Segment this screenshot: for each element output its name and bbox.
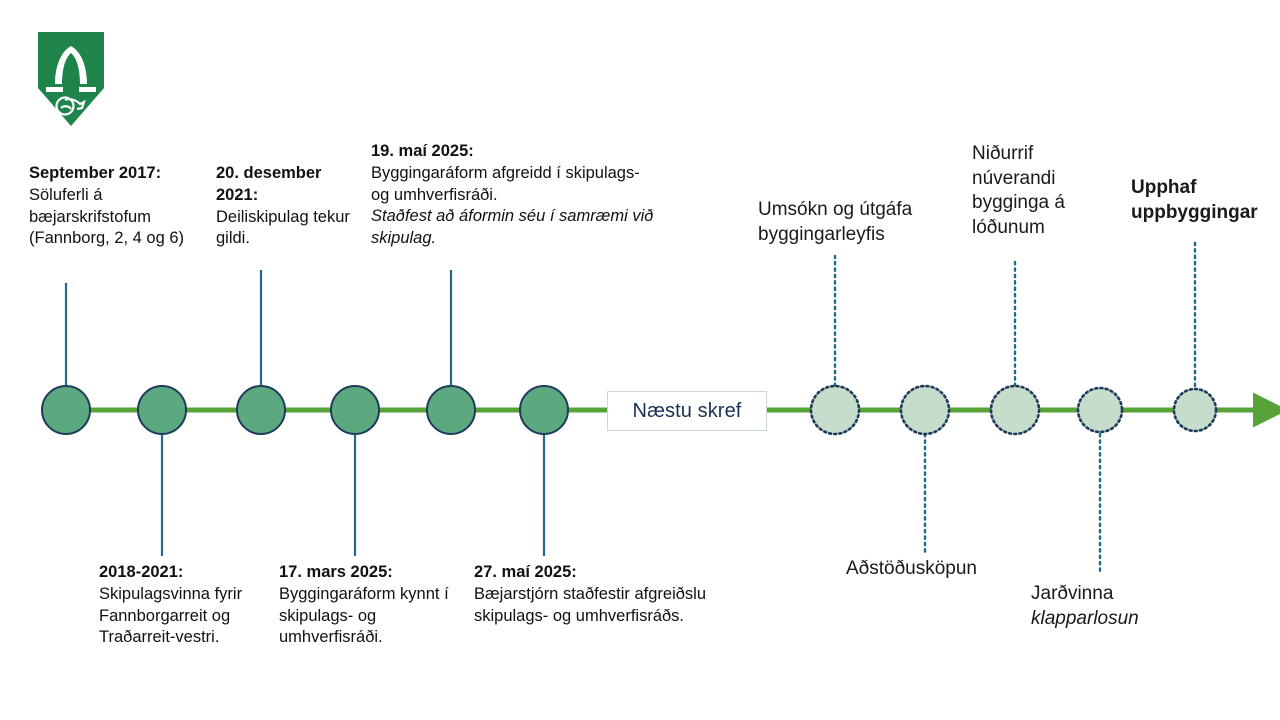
milestone-title-d: 2018-2021: (99, 563, 184, 581)
timeline-node-past-3[interactable] (236, 385, 286, 435)
milestone-label-a: September 2017: Söluferli á bæjarskrifst… (29, 163, 207, 250)
milestone-title-f: 27. maí 2025: (474, 563, 577, 581)
future-body-g: Umsókn og útgáfa byggingarleyfis (758, 199, 913, 245)
timeline-node-past-1[interactable] (41, 385, 91, 435)
next-steps-label: Næstu skref (632, 399, 742, 422)
milestone-title-c: 19. maí 2025: (371, 142, 474, 160)
future-label-k: Jarðvinna klapparlosun (1031, 582, 1181, 631)
timeline-node-past-6[interactable] (519, 385, 569, 435)
milestone-label-e: 17. mars 2025: Byggingaráform kynnt í sk… (279, 562, 474, 649)
future-body-k: Jarðvinna (1031, 583, 1114, 604)
future-body-j: Aðstöðusköpun (846, 558, 977, 579)
timeline-node-future-2[interactable] (899, 384, 951, 436)
timeline-node-future-4[interactable] (1076, 386, 1124, 434)
timeline-node-future-3[interactable] (989, 384, 1041, 436)
future-label-h: Niðurrif núverandi bygginga á lóðunum (972, 142, 1090, 241)
future-body-h: Niðurrif núverandi bygginga á lóðunum (972, 143, 1065, 239)
next-steps-chip[interactable]: Næstu skref (607, 391, 767, 431)
future-label-j: Aðstöðusköpun (846, 557, 1036, 582)
milestone-body-b: Deiliskipulag tekur gildi. (216, 207, 350, 248)
future-note-k: klapparlosun (1031, 607, 1139, 629)
milestone-body-e: Byggingaráform kynnt í skipulags- og umh… (279, 584, 449, 647)
milestone-body-c: Byggingaráform afgreidd í skipulags- og … (371, 163, 640, 204)
timeline-node-future-1[interactable] (809, 384, 861, 436)
future-body-i: Upphaf uppbyggingar (1131, 177, 1258, 223)
milestone-title-a: September 2017: (29, 164, 162, 182)
milestone-note-c: Staðfest að áformin séu í samræmi við sk… (371, 207, 654, 248)
milestone-label-f: 27. maí 2025: Bæjarstjórn staðfestir afg… (474, 562, 734, 627)
future-label-i: Upphaf uppbyggingar (1131, 176, 1280, 225)
shield-icon (38, 32, 104, 126)
timeline-node-past-5[interactable] (426, 385, 476, 435)
milestone-title-b: 20. desember 2021: (216, 164, 322, 204)
milestone-label-d: 2018-2021: Skipulagsvinna fyrir Fannborg… (99, 562, 274, 649)
milestone-title-e: 17. mars 2025: (279, 563, 393, 581)
milestone-label-c: 19. maí 2025: Byggingaráform afgreidd í … (371, 141, 655, 250)
timeline-node-past-2[interactable] (137, 385, 187, 435)
milestone-label-b: 20. desember 2021: Deiliskipulag tekur g… (216, 163, 354, 250)
timeline-node-future-5[interactable] (1172, 387, 1218, 433)
future-label-g: Umsókn og útgáfa byggingarleyfis (758, 198, 943, 247)
milestone-body-f: Bæjarstjórn staðfestir afgreiðslu skipul… (474, 584, 707, 625)
milestone-body-d: Skipulagsvinna fyrir Fannborgarreit og T… (99, 584, 243, 647)
milestone-body-a: Söluferli á bæjarskrifstofum (Fannborg, … (29, 185, 185, 248)
kopavogur-coat-of-arms-logo (36, 30, 106, 128)
timeline-node-past-4[interactable] (330, 385, 380, 435)
